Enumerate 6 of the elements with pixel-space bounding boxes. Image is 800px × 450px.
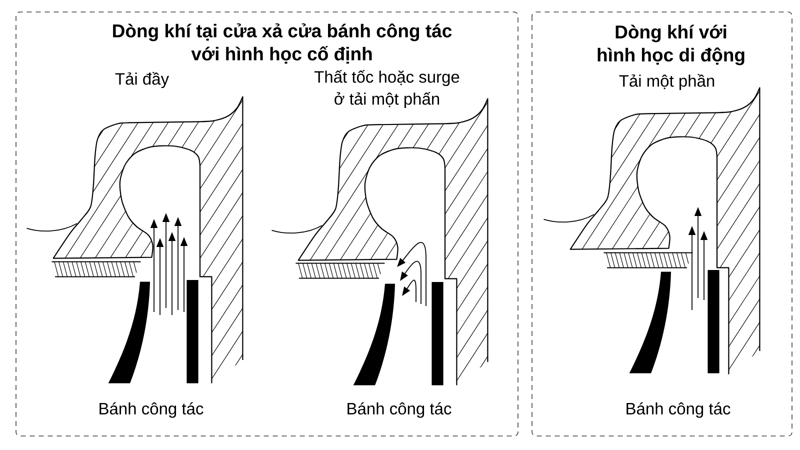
part-label: Bánh công tác bbox=[348, 402, 452, 418]
part-label: Bánh công tác bbox=[626, 402, 730, 418]
subheading: Thất tốc hoặc surge ở tải một phấn bbox=[314, 70, 460, 108]
part-label: Bánh công tác bbox=[100, 402, 204, 418]
subheading: Tải đầy bbox=[115, 72, 169, 88]
subheading: Tải một phần bbox=[619, 74, 714, 90]
